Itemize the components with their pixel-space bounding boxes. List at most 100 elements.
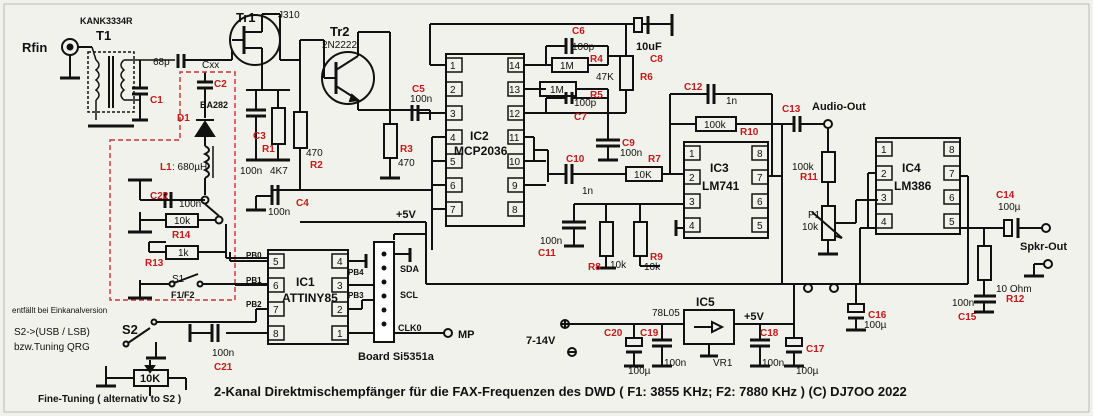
ic3-pin2: 2 [689, 173, 695, 184]
c4-value: 100n [268, 207, 290, 218]
r4-ref: R4 [590, 54, 603, 65]
pb1-label: PB1 [246, 276, 262, 285]
si5351-board [373, 241, 395, 343]
c5-ref: C5 [412, 84, 425, 95]
ic2-pin1: 1 [450, 61, 456, 72]
ic4-body [875, 137, 961, 235]
si5351-pins [381, 251, 387, 327]
ic4-pin5: 5 [949, 217, 955, 228]
c14-value: 100µ [998, 202, 1021, 213]
c10-value: 1n [582, 186, 593, 197]
cap-c68p [176, 50, 233, 68]
ic3-pin1: 1 [689, 149, 695, 160]
c18-ref: C18 [760, 328, 779, 339]
transformer-t1 [87, 46, 175, 128]
transistor-tr2 [321, 31, 430, 111]
c17-value: 100µ [796, 366, 819, 377]
l1-ref: L1 [160, 162, 172, 173]
c10-ref: C10 [566, 154, 585, 165]
c11-ref: C11 [538, 248, 556, 259]
c22-value: 100n [179, 199, 201, 210]
c3-value: 100n [240, 166, 262, 177]
c16-ref: C16 [868, 310, 887, 321]
ic1-pin7: 7 [273, 305, 279, 316]
r8-value: 10k [610, 260, 627, 271]
c15-ref: C15 [958, 312, 977, 323]
pb0-label: PB0 [246, 251, 262, 260]
ic1-pin6: 6 [273, 281, 279, 292]
c3-ref: C3 [253, 131, 266, 142]
si5351-wiring [393, 233, 426, 262]
ic4-pin6: 6 [949, 193, 955, 204]
fine-tuning-note: Fine-Tuning ( alternativ to S2 ) [38, 394, 181, 405]
d1-ref: D1 [177, 113, 190, 124]
ic2-pin9: 9 [512, 181, 518, 192]
ic3-pin6: 6 [757, 197, 763, 208]
r10-ref: R10 [740, 127, 759, 138]
ic3-name: IC3 [710, 161, 729, 175]
c7-value: 100p [574, 98, 597, 109]
r3-value: 470 [398, 158, 415, 169]
c4-ref: C4 [296, 198, 309, 209]
cap-c8 [633, 14, 674, 36]
plus5v-rail [300, 221, 968, 332]
mp-label: MP [458, 329, 475, 341]
r14-value: 10k [174, 216, 191, 227]
c11-value: 100n [540, 236, 562, 247]
c18-value: 100n [762, 358, 784, 369]
resistor-r14 [128, 203, 224, 234]
r2-value: 470 [306, 148, 323, 159]
sda-label: SDA [400, 264, 420, 274]
switch-s1 [128, 273, 268, 300]
s2-ref: S2 [122, 322, 138, 337]
rfin-label: Rfin [22, 40, 47, 55]
cxx-label: Cxx [202, 60, 219, 71]
c14-ref: C14 [996, 190, 1015, 201]
c16-value: 100µ [864, 320, 887, 331]
r2-ref: R2 [310, 160, 323, 171]
r8-ref: R8 [588, 262, 601, 273]
ic1-pin4: 4 [337, 257, 343, 268]
s2-line: S2->(USB / LSB) [14, 327, 90, 338]
ic3-type: LM741 [702, 179, 740, 193]
feedback-network [539, 38, 626, 162]
ic4-pin8: 8 [949, 145, 955, 156]
r9-value: 10k [644, 262, 661, 273]
cap-c2 [197, 72, 213, 100]
ic3-pin5: 5 [757, 221, 763, 232]
r5-ref: R5 [590, 90, 603, 101]
ic2-pin11: 11 [509, 133, 520, 144]
s1-ref: S1 [172, 274, 185, 285]
ic2-type: MCP2036 [454, 144, 508, 158]
cap-c5 [410, 105, 430, 121]
ic1-name: IC1 [296, 275, 315, 289]
c12-value: 1n [726, 96, 737, 107]
c21-ref: C21 [214, 362, 233, 373]
ic1-type: ATTINY85 [282, 291, 338, 305]
ic3-pin3: 3 [689, 197, 695, 208]
ic2-pin4: 4 [450, 133, 456, 144]
schematic-title: 2-Kanal Direktmischempfänger für die FAX… [214, 384, 907, 399]
plus5v-label-b: +5V [744, 311, 765, 323]
tr1-source-network [246, 14, 324, 190]
p1-value: 10k [802, 222, 819, 233]
l1-value: : 680µH [172, 162, 207, 173]
ic2-pin3: 3 [450, 109, 456, 120]
c20-ref: C20 [604, 328, 623, 339]
c22-ref: C22 [150, 191, 169, 202]
ic2-name: IC2 [470, 129, 489, 143]
c8-ref: C8 [650, 54, 663, 65]
c9-value: 100n [620, 148, 642, 159]
r13-value: 1k [178, 248, 190, 259]
ic1-pin8: 8 [273, 329, 279, 340]
r6-ref: R6 [640, 72, 653, 83]
pb3-label: PB3 [348, 291, 364, 300]
ic1-pin5: 5 [273, 257, 279, 268]
einkanal-dashed-box [109, 71, 236, 301]
c2-ref: C2 [214, 79, 227, 90]
ic3-pin7: 7 [757, 173, 763, 184]
ic2-pin2: 2 [450, 85, 456, 96]
pb2-label: PB2 [246, 300, 262, 309]
s1-value: F1/F2 [171, 290, 195, 300]
tr1-type: J310 [278, 10, 300, 21]
